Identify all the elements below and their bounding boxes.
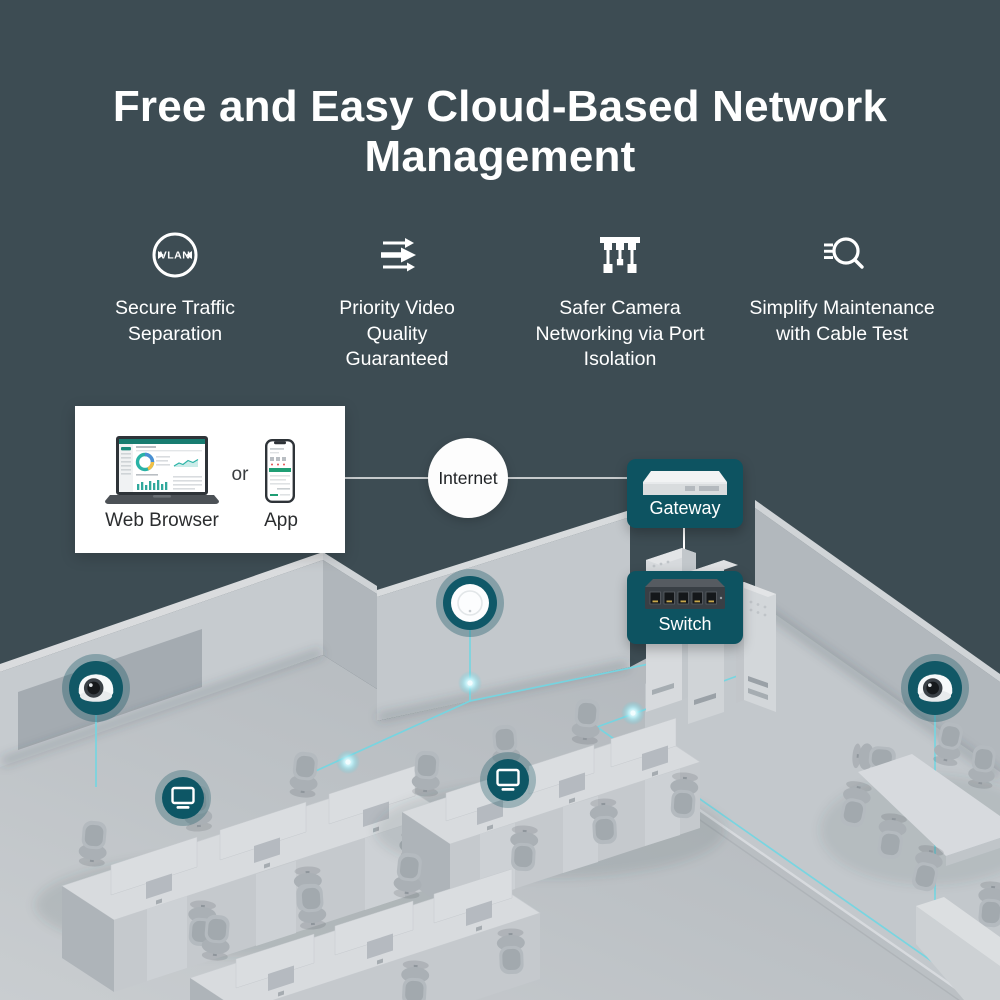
- cable-glow-dots: [336, 671, 645, 774]
- web-browser-label: Web Browser: [105, 510, 219, 531]
- workstation-node-center: [480, 752, 536, 808]
- gateway-node: Gateway: [627, 459, 743, 528]
- feature-secure-traffic: VLAN Secure Traffic Separation: [60, 226, 290, 347]
- feature-label: Safer Camera Networking via Port Isolati…: [535, 297, 705, 370]
- meeting-room: [820, 720, 1000, 1000]
- switch-node: Switch: [627, 571, 743, 644]
- laptop-dashboard-image: [105, 436, 219, 504]
- meeting-platform: [645, 600, 1000, 1000]
- vlan-icon-text: VLAN: [160, 250, 191, 262]
- internet-node: Internet: [428, 438, 508, 518]
- desk-cluster-center: [375, 697, 725, 910]
- vlan-badge-icon: VLAN: [60, 226, 290, 284]
- priority-arrows-icon: [282, 226, 512, 284]
- gateway-device-image: [643, 471, 727, 495]
- internet-label: Internet: [438, 467, 498, 488]
- title-line-2: Management: [364, 132, 636, 181]
- turret-camera-left: [62, 654, 130, 722]
- port-isolation-icon: [505, 226, 735, 284]
- phone-app-image: [265, 439, 295, 503]
- cable-test-magnifier-icon: [727, 226, 957, 284]
- or-label: or: [231, 464, 249, 485]
- feature-port-isolation: Safer Camera Networking via Port Isolati…: [505, 226, 735, 373]
- feature-label: Priority Video Quality Guaranteed: [339, 297, 455, 370]
- workstation-node-left: [155, 770, 211, 826]
- switch-label: Switch: [658, 614, 712, 634]
- feature-label: Secure Traffic Separation: [115, 297, 235, 345]
- feature-priority-video: Priority Video Quality Guaranteed: [282, 226, 512, 373]
- management-card: or Web Browser App: [75, 406, 345, 553]
- gateway-label: Gateway: [649, 498, 721, 518]
- desk-cluster-bottom: [189, 851, 541, 1000]
- feature-cable-test: Simplify Maintenance with Cable Test: [727, 226, 957, 347]
- title-line-1: Free and Easy Cloud-Based Network: [112, 82, 888, 131]
- wall-back: [377, 517, 630, 721]
- ceiling-access-point: [436, 569, 504, 637]
- turret-camera-right: [901, 654, 969, 722]
- switch-device-image: [645, 579, 725, 609]
- feature-label: Simplify Maintenance with Cable Test: [749, 297, 935, 345]
- monitor-icon: [496, 768, 520, 791]
- desk-cluster-left: [35, 750, 465, 992]
- app-label: App: [264, 510, 298, 531]
- monitor-icon: [171, 786, 195, 809]
